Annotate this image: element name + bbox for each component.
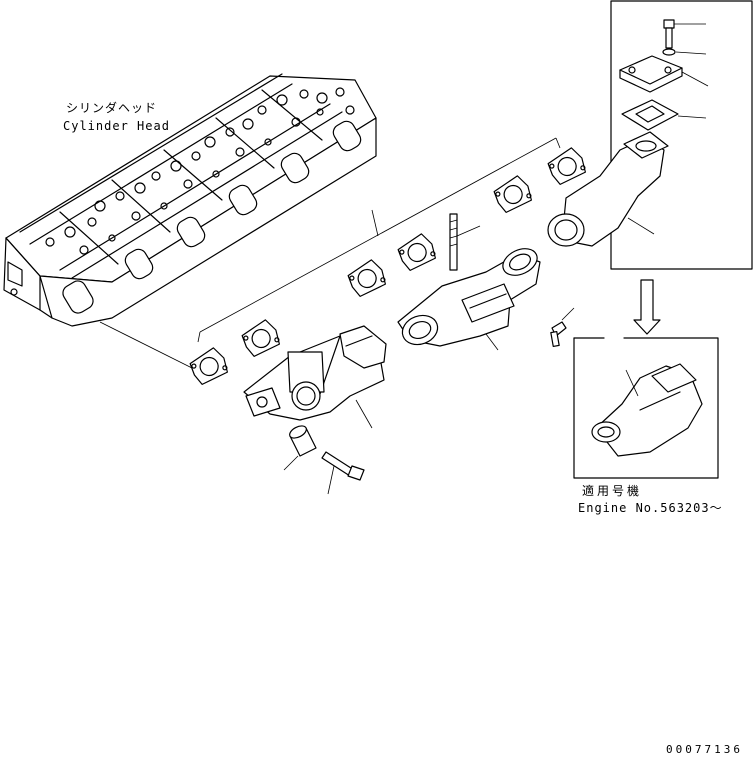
inset-frame-bottom	[573, 337, 719, 479]
arrow-down-icon	[633, 279, 661, 335]
stud-bolt	[449, 213, 481, 271]
drawing-code: 00077136	[666, 743, 743, 756]
cylinder-head-label-jp: シリンダヘッド	[66, 101, 158, 115]
cylinder-head-label-en: Cylinder Head	[63, 119, 170, 133]
manifold-gaskets	[189, 147, 586, 385]
spacer-sleeve	[283, 425, 317, 471]
rear-exhaust-manifold	[397, 248, 541, 351]
inset-flange-assembly	[547, 19, 709, 247]
applicable-engine-label-jp: 適用号機	[582, 484, 643, 498]
cylinder-head-illustration	[3, 73, 377, 327]
replacement-elbow-manifold	[591, 363, 703, 457]
gasket-group-bracket	[197, 137, 561, 343]
manifold-mounting-bolt	[321, 451, 365, 495]
rear-manifold-bolt	[550, 307, 575, 348]
inset-frame-top	[610, 0, 753, 270]
front-exhaust-manifold	[243, 325, 387, 429]
applicable-engine-label-en: Engine No.563203～	[578, 501, 723, 515]
